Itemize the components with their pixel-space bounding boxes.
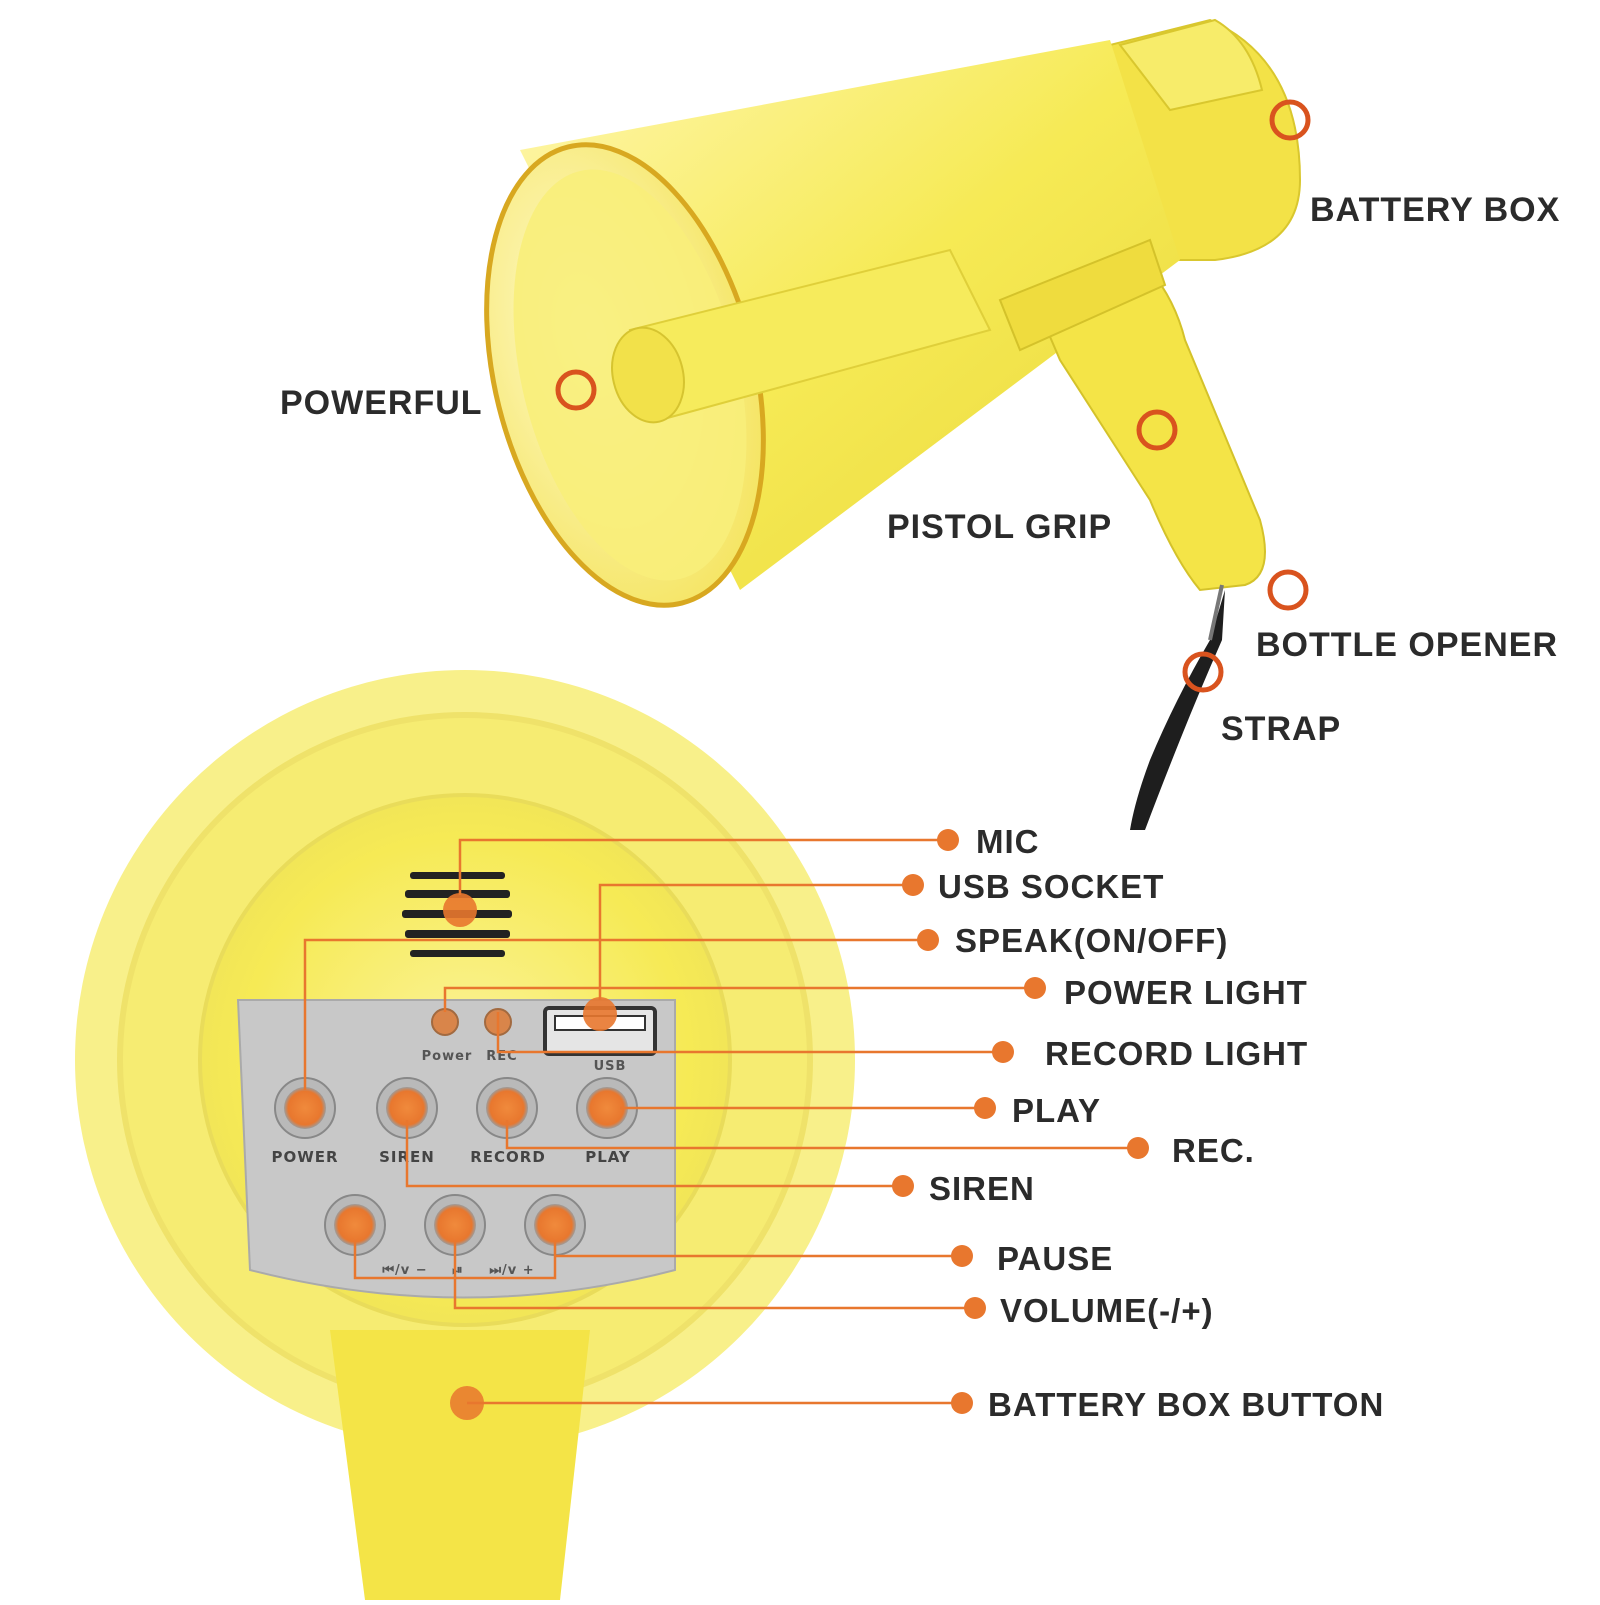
btn-record[interactable] [476,1077,538,1139]
usb-dot [583,997,617,1031]
usb-label: USB [594,1059,627,1074]
btn-record-label: RECORD [470,1148,546,1166]
dot-battery-button [951,1392,973,1414]
callout-lines [303,838,1138,1405]
btn-power[interactable] [274,1077,336,1139]
ring-battery-box [1269,99,1311,141]
megaphone-rear-view: Power REC USB POWER SIREN RECORD PLAY [75,670,855,1600]
dot-mic [937,829,959,851]
label-strap: STRAP [1221,710,1342,748]
label-pistol-grip: PISTOL GRIP [887,508,1113,546]
dot-play [974,1097,996,1119]
power-led-label: Power [422,1049,473,1064]
dot-speak [917,929,939,951]
btn-prev-label: ⏮/v − [382,1263,427,1278]
line-volume [453,1240,975,1310]
label-powerful: POWERFUL [280,384,483,422]
line-mic [458,838,948,895]
line-speak [303,938,928,1090]
label-rec: REC. [1172,1132,1255,1169]
label-battery-box: BATTERY BOX [1310,191,1561,229]
dot-record-light [992,1041,1014,1063]
ring-strap [1182,651,1224,693]
battery-ring [1118,18,1264,112]
strap-hook [1208,584,1224,641]
ring-powerful [555,369,597,411]
dot-siren [892,1175,914,1197]
label-record-light: RECORD LIGHT [1045,1035,1309,1072]
line-siren [405,1120,903,1188]
dot-pause [951,1245,973,1267]
label-usb-socket: USB SOCKET [938,868,1165,905]
btn-power-label: POWER [271,1148,338,1166]
btn-play-label: PLAY [585,1148,631,1166]
dot-power-light [1024,977,1046,999]
label-pause: PAUSE [997,1240,1114,1277]
label-speak: SPEAK(ON/OFF) [955,922,1229,959]
label-battery-box-button: BATTERY BOX BUTTON [988,1386,1385,1423]
label-volume: VOLUME(-/+) [1000,1292,1214,1329]
dot-usb [902,874,924,896]
label-bottle-opener: BOTTLE OPENER [1256,626,1559,664]
label-siren: SIREN [929,1170,1035,1207]
line-usb [598,883,913,1000]
line-power-light [443,986,1035,1012]
label-play: PLAY [1012,1092,1101,1129]
label-power-light: POWER LIGHT [1064,974,1308,1011]
btn-play[interactable] [576,1077,638,1139]
btn-next-label: ⏭/v + [489,1263,534,1278]
line-record-light [496,1012,1003,1054]
line-rec [505,1120,1138,1150]
dot-rec [1127,1137,1149,1159]
ring-pistol-grip [1136,409,1178,451]
mic-dot [443,893,477,927]
driver-cap [611,326,685,424]
ring-bottle-opener [1267,569,1309,611]
pistol-grip-handle [1028,268,1266,592]
callout-dots [892,829,1149,1414]
strap [1130,590,1225,830]
label-mic: MIC [976,823,1040,860]
megaphone-side-view [484,18,1311,830]
btn-siren[interactable] [376,1077,438,1139]
bottom-handle [330,1330,590,1600]
dot-volume [964,1297,986,1319]
power-led [431,1008,459,1036]
grip-mount [998,238,1167,352]
btn-playpause-label: ⏯ [452,1263,463,1278]
